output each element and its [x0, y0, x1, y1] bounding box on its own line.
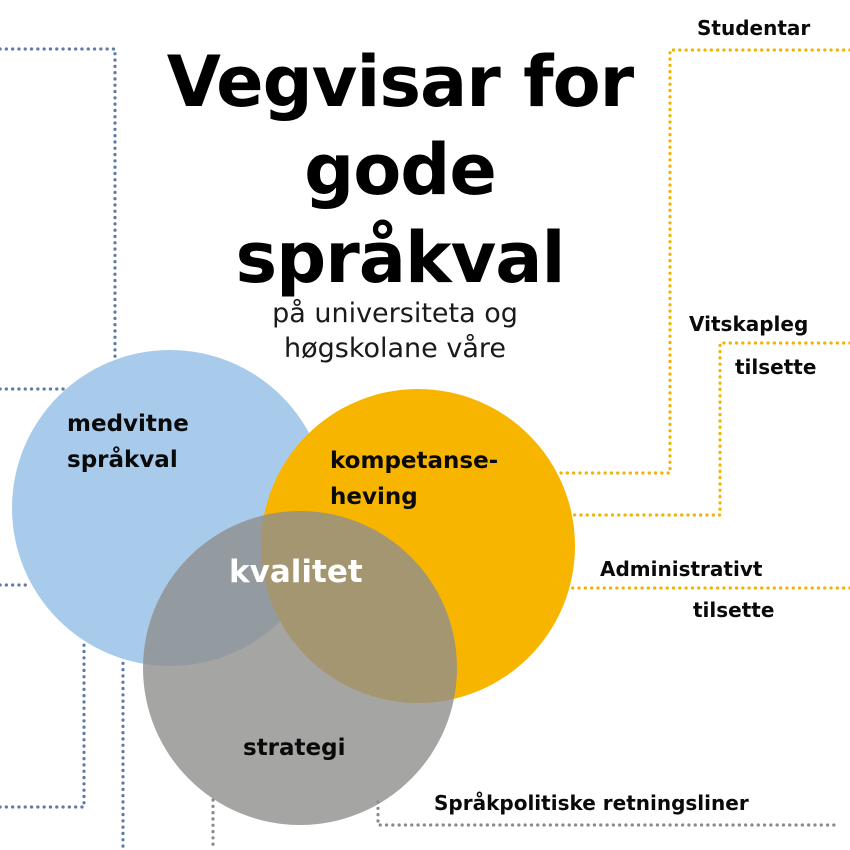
competence-label-line-2: heving: [330, 484, 418, 510]
students-label: Studentar: [697, 16, 811, 40]
blue-connector-top: [0, 47, 117, 362]
yellow-connector-academic: [568, 341, 850, 517]
strategy-circle: [143, 511, 457, 825]
blue-connector-bottom: [0, 640, 86, 809]
title-line-2: gode: [304, 129, 497, 211]
subtitle-line-1: på universiteta og: [272, 298, 518, 329]
admin-staff-label-line-2: tilsette: [693, 598, 775, 622]
admin-staff-label-line-1: Administrativt: [600, 557, 763, 581]
title-line-3: språkval: [235, 217, 566, 299]
subtitle-line-2: høgskolane våre: [283, 333, 507, 364]
subtitle: på universiteta og høgskolane våre: [200, 296, 590, 366]
title-line-1: Vegvisar for: [166, 41, 634, 123]
academic-staff-label-line-1: Vitskapleg: [689, 312, 809, 336]
grey-connector-policy: [376, 800, 842, 827]
strategy-label: strategi: [243, 735, 346, 761]
awareness-label-line-1: medvitne: [67, 411, 189, 437]
awareness-label: medvitne språkval: [67, 406, 189, 478]
awareness-label-line-2: språkval: [67, 447, 178, 473]
competence-label: kompetanse- heving: [330, 443, 498, 515]
competence-label-line-1: kompetanse-: [330, 448, 499, 474]
academic-staff-label-line-2: tilsette: [735, 355, 817, 379]
page-title: Vegvisar for gode språkval: [130, 38, 670, 302]
center-label: kvalitet: [229, 554, 363, 590]
yellow-connector-students: [554, 48, 850, 475]
policy-label: Språkpolitiske retningsliner: [434, 791, 749, 815]
